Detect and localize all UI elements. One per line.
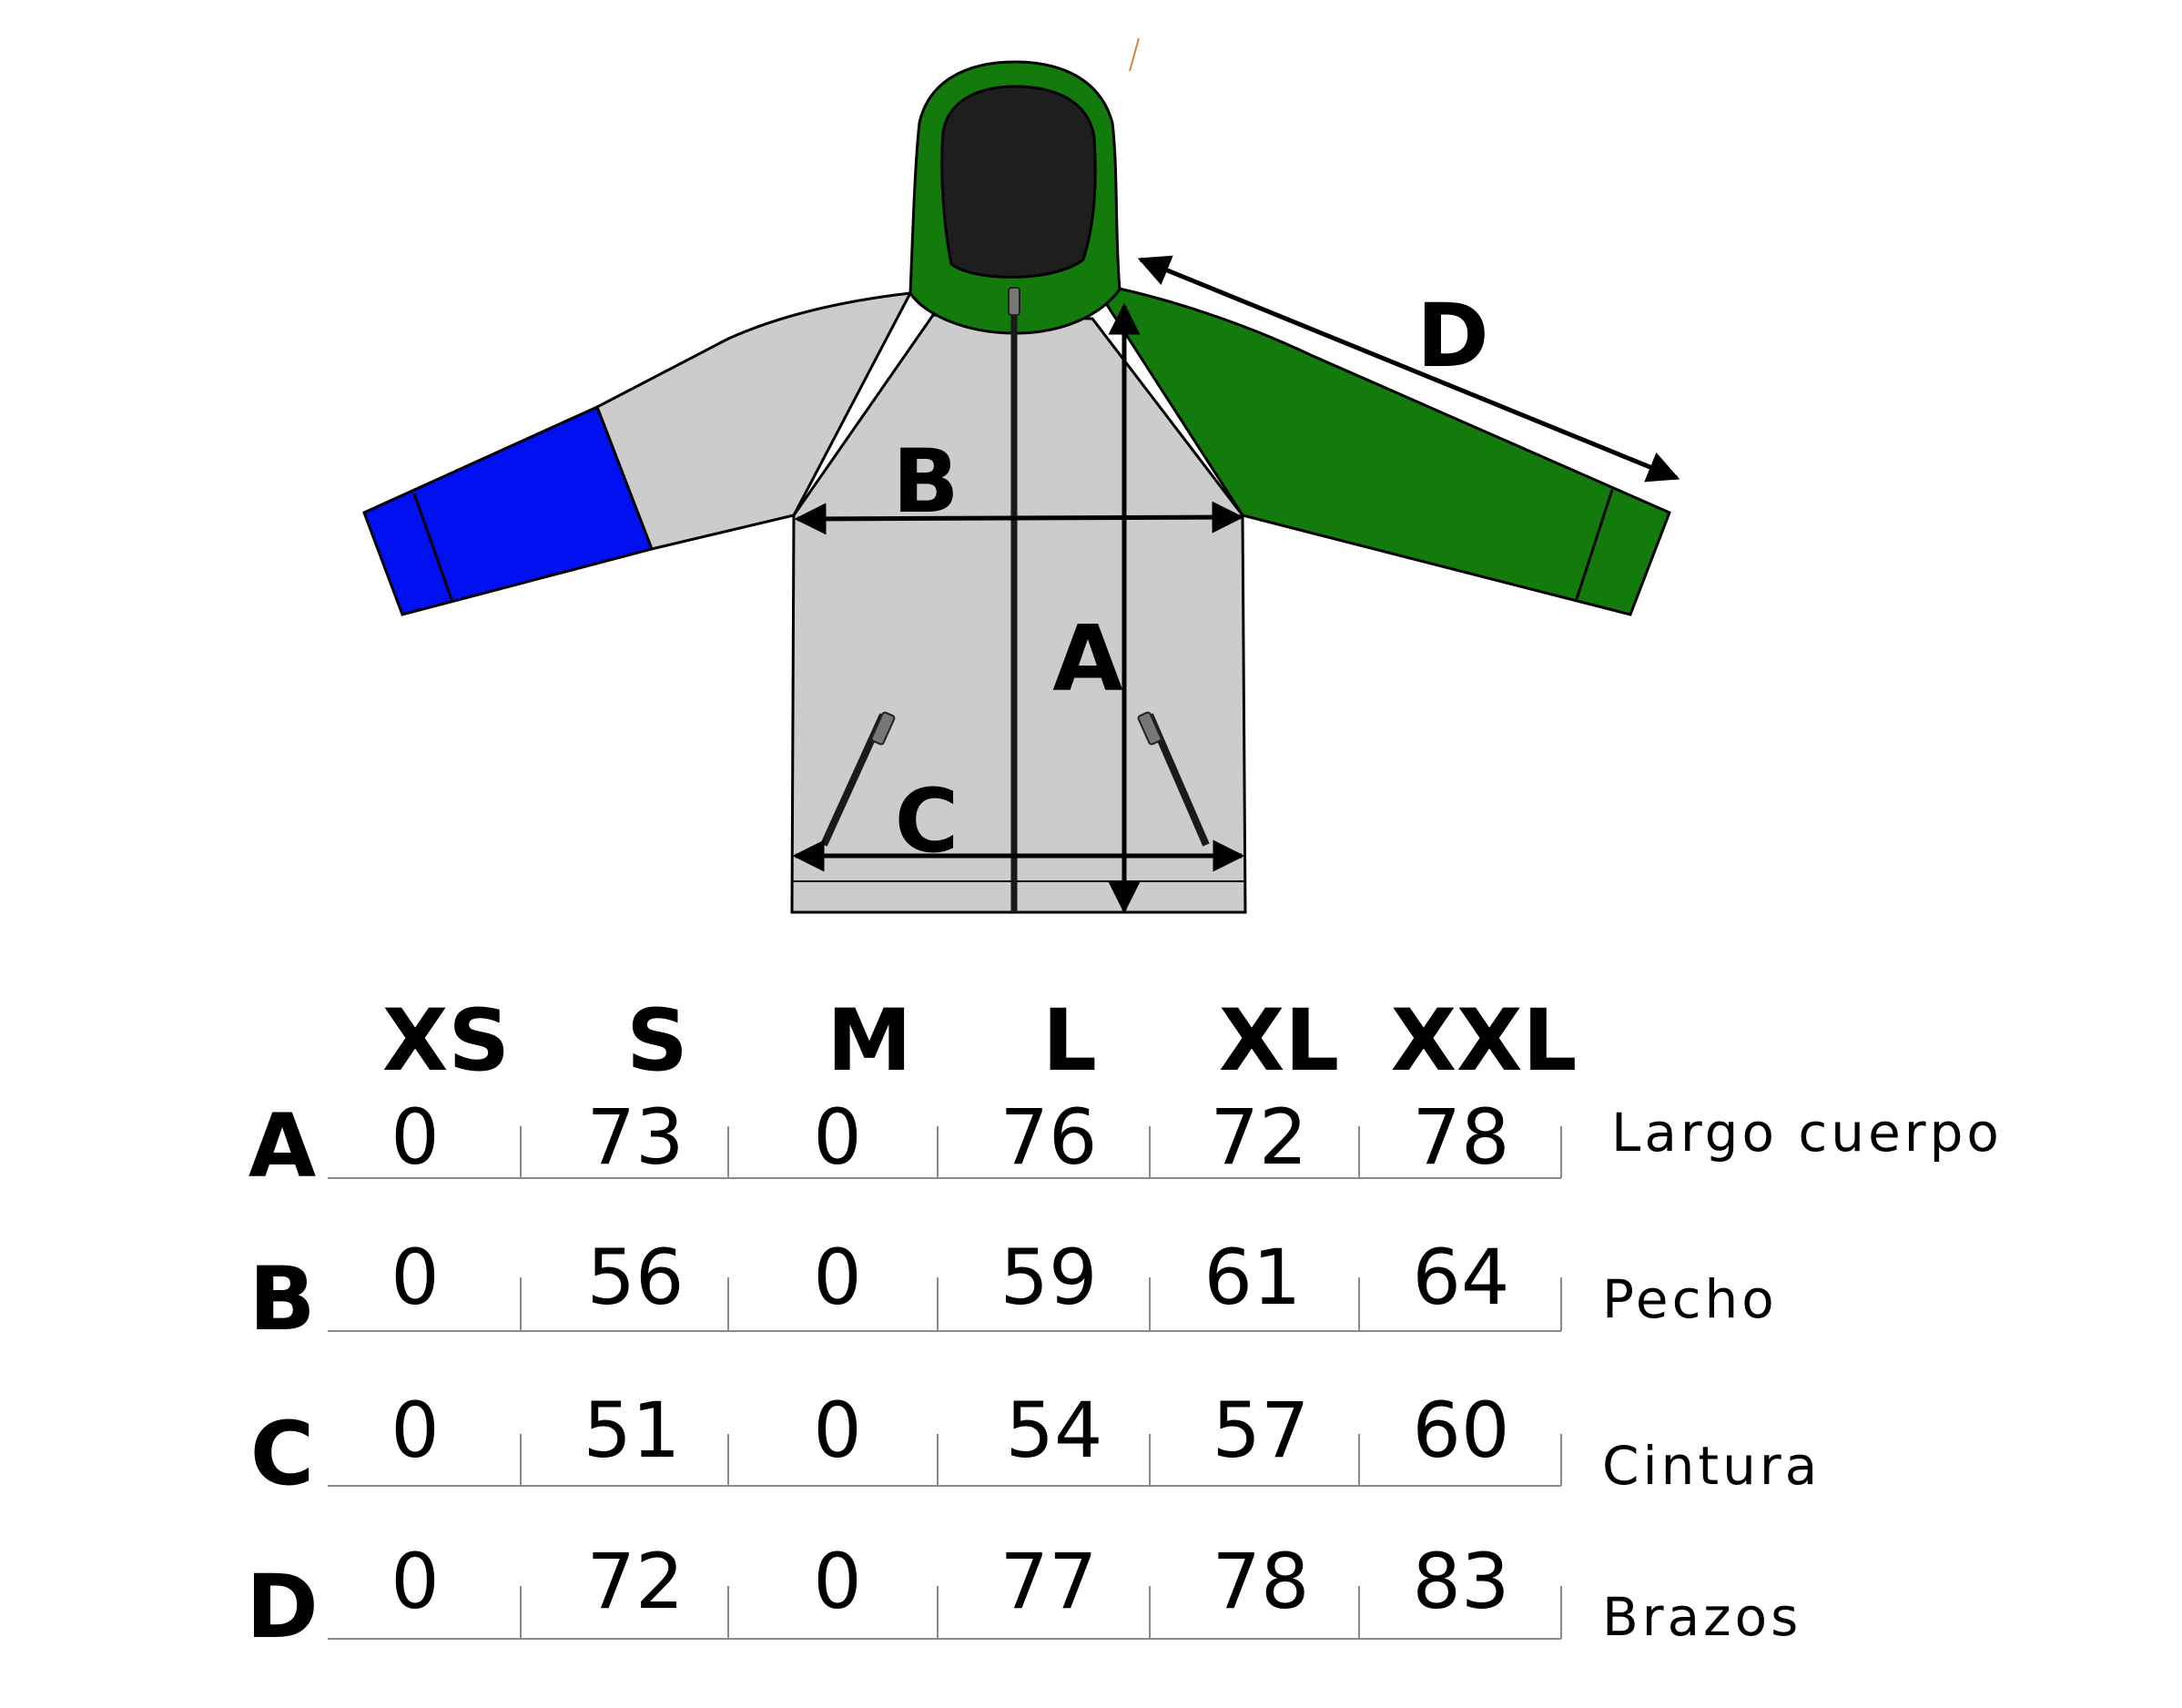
size-header-xxl: XXL: [1391, 991, 1578, 1091]
measurement-arrows: [792, 255, 1680, 914]
value-cell: 73: [587, 1093, 685, 1182]
table-row: B 0 56 0 59 61 64 Pecho: [249, 1233, 1778, 1350]
row-label: B: [249, 1248, 315, 1350]
left-sleeve: [595, 291, 913, 551]
value-cell: 61: [1204, 1233, 1302, 1322]
value-cell: 0: [391, 1233, 439, 1322]
value-cell: 0: [391, 1537, 439, 1626]
value-cell: 56: [587, 1233, 685, 1322]
hood-opening: [940, 85, 1097, 279]
size-header-l: L: [1042, 991, 1097, 1091]
value-cell: 57: [1213, 1386, 1310, 1475]
row-description: Brazos: [1602, 1586, 1801, 1648]
value-cell: 60: [1413, 1386, 1510, 1475]
row-label: A: [249, 1095, 316, 1197]
size-header-xs: XS: [382, 991, 510, 1091]
label-b: B: [892, 431, 959, 533]
value-cell: 64: [1413, 1233, 1510, 1322]
row-label: D: [246, 1556, 319, 1658]
value-cell: 0: [813, 1093, 861, 1182]
value-cell: 0: [391, 1093, 439, 1182]
jacket-illustration: [362, 37, 1671, 914]
label-a: A: [1052, 605, 1122, 712]
arrow-d: [1137, 255, 1680, 483]
value-cell: 51: [584, 1386, 681, 1475]
size-table: XS S M L XL XXL A 0 73 0 76 72 78 Largo …: [246, 991, 2003, 1658]
size-header-xl: XL: [1219, 991, 1339, 1091]
row-description: Pecho: [1602, 1268, 1778, 1330]
value-cell: 0: [391, 1386, 439, 1475]
value-cell: 78: [1413, 1093, 1510, 1182]
table-row: D 0 72 0 77 78 83 Brazos: [246, 1537, 1801, 1658]
value-cell: 0: [813, 1233, 861, 1322]
label-c: C: [895, 770, 959, 872]
value-cell: 54: [1006, 1386, 1103, 1475]
value-cell: 77: [1000, 1537, 1098, 1626]
label-d: D: [1416, 285, 1489, 387]
value-cell: 72: [587, 1537, 685, 1626]
value-cell: 83: [1413, 1537, 1510, 1626]
value-cell: 78: [1213, 1537, 1310, 1626]
table-row: A 0 73 0 76 72 78 Largo cuerpo: [249, 1093, 2003, 1197]
row-description: Cintura: [1602, 1435, 1821, 1497]
arrow-b: [794, 501, 1244, 535]
size-header-m: M: [827, 991, 912, 1091]
table-row: C 0 51 0 54 57 60 Cintura: [250, 1386, 1821, 1505]
size-header-s: S: [626, 991, 688, 1091]
row-label: C: [250, 1403, 314, 1505]
value-cell: 0: [813, 1537, 861, 1626]
row-description: Largo cuerpo: [1611, 1102, 2003, 1164]
value-cell: 72: [1211, 1093, 1308, 1182]
left-cuff: [362, 404, 655, 616]
value-cell: 76: [1000, 1093, 1098, 1182]
value-cell: 59: [1000, 1233, 1098, 1322]
value-cell: 0: [813, 1386, 861, 1475]
